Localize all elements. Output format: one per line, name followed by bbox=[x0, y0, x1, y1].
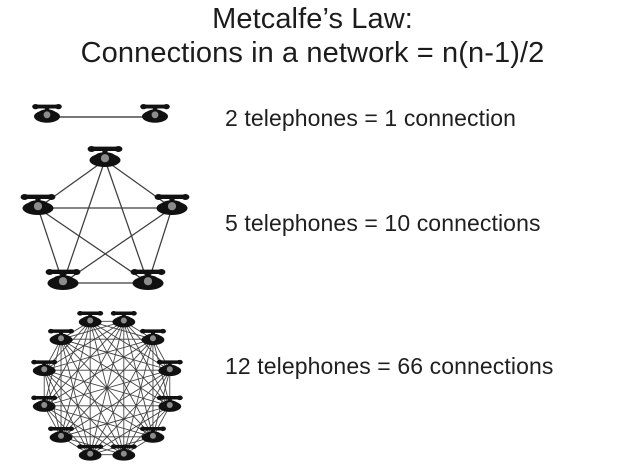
telephone-icon bbox=[87, 146, 123, 167]
telephone-icon bbox=[77, 311, 104, 328]
title-line-2: Connections in a network = n(n-1)/2 bbox=[80, 37, 545, 70]
telephone-icon bbox=[139, 426, 166, 443]
telephone-icon bbox=[140, 104, 170, 123]
caption-5-telephones: 5 telephones = 10 connections bbox=[225, 210, 541, 236]
title-line-1: Metcalfe’s Law: bbox=[212, 3, 413, 35]
telephone-icon bbox=[20, 194, 56, 215]
telephone-icon bbox=[48, 328, 75, 346]
network-diagram-2-nodes bbox=[18, 96, 208, 138]
telephone-icon bbox=[139, 328, 166, 346]
telephone-icon bbox=[45, 269, 81, 290]
telephone-icon bbox=[130, 269, 166, 290]
page-title: Metcalfe’s Law: Connections in a network… bbox=[0, 3, 625, 70]
caption-12-telephones: 12 telephones = 66 connections bbox=[225, 353, 554, 379]
telephone-icon bbox=[31, 359, 58, 377]
network-diagram-5-nodes bbox=[18, 140, 208, 300]
telephone-icon bbox=[154, 194, 190, 215]
telephone-icon bbox=[31, 395, 58, 412]
telephone-icon bbox=[32, 104, 62, 123]
network-diagram-12-nodes bbox=[18, 300, 208, 471]
telephone-icon bbox=[110, 444, 137, 461]
telephone-icon bbox=[156, 395, 183, 412]
telephone-icon bbox=[77, 444, 104, 461]
telephone-icon bbox=[110, 311, 137, 328]
caption-2-telephones: 2 telephones = 1 connection bbox=[225, 105, 517, 131]
telephone-icon bbox=[48, 426, 75, 443]
telephone-icon bbox=[156, 359, 183, 377]
